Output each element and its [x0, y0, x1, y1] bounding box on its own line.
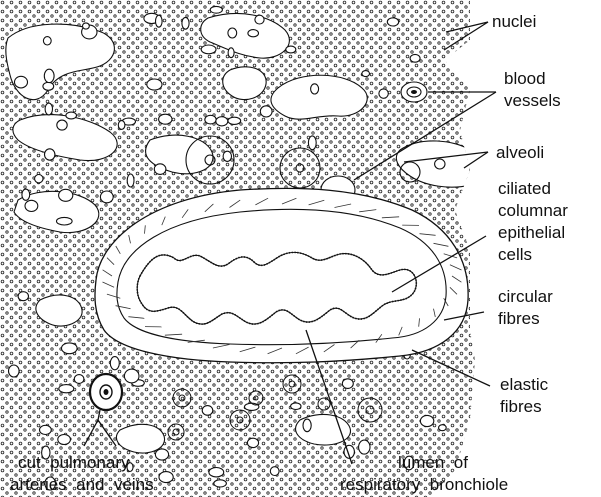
- nucleus: [291, 403, 301, 410]
- svg-text:fibres: fibres: [500, 397, 542, 416]
- nucleus: [127, 174, 134, 187]
- nucleus: [362, 71, 370, 77]
- svg-text:epithelial: epithelial: [498, 223, 565, 242]
- svg-text:ciliated: ciliated: [498, 179, 551, 198]
- nucleus: [15, 76, 28, 88]
- nucleus: [410, 54, 420, 62]
- nucleus: [62, 343, 78, 354]
- nucleus: [159, 114, 172, 124]
- nucleus: [22, 189, 30, 200]
- nucleus: [228, 48, 234, 58]
- bronchiole-lumen: [133, 231, 426, 334]
- nucleus: [43, 37, 51, 45]
- nucleus: [18, 292, 28, 301]
- svg-text:vessels: vessels: [504, 91, 561, 110]
- nucleus: [209, 468, 224, 477]
- nucleus: [155, 449, 168, 460]
- svg-text:alveoli: alveoli: [496, 143, 544, 162]
- nucleus: [205, 115, 216, 124]
- nucleus: [420, 415, 433, 426]
- label-alveoli: alveoli: [496, 143, 544, 162]
- nucleus: [342, 379, 353, 389]
- nucleus: [201, 45, 216, 54]
- nucleus: [223, 151, 231, 161]
- nucleus: [216, 117, 228, 126]
- svg-text:lumen of: lumen of: [398, 453, 468, 472]
- nucleus: [228, 117, 241, 124]
- nucleus: [228, 28, 237, 38]
- nucleus: [154, 164, 166, 175]
- nucleus: [182, 17, 189, 29]
- nucleus: [255, 15, 264, 24]
- nucleus: [247, 438, 258, 447]
- nucleus: [44, 69, 54, 82]
- nucleus: [110, 357, 119, 370]
- svg-text:fibres: fibres: [498, 309, 540, 328]
- label-nuclei: nuclei: [492, 12, 536, 31]
- svg-text:arteries and veins: arteries and veins: [10, 475, 154, 494]
- svg-text:cells: cells: [498, 245, 532, 264]
- nucleus: [58, 435, 71, 445]
- nucleus: [156, 15, 163, 27]
- label-ciliated-cells: ciliated columnar epithelial cells: [498, 179, 568, 264]
- nucleus: [83, 23, 90, 29]
- nucleus: [286, 46, 296, 53]
- nucleus: [35, 175, 43, 183]
- nucleus: [214, 480, 227, 487]
- nucleus: [59, 385, 74, 393]
- nucleus: [359, 440, 370, 454]
- nucleus: [270, 467, 279, 476]
- nucleus: [387, 18, 398, 26]
- nucleus: [59, 189, 73, 201]
- nucleus: [25, 200, 38, 211]
- nucleus: [74, 375, 84, 384]
- nucleus: [210, 6, 222, 13]
- svg-text:blood: blood: [504, 69, 546, 88]
- nucleus: [45, 103, 52, 115]
- nucleus: [311, 84, 319, 94]
- nucleus: [260, 106, 272, 117]
- nucleus: [57, 217, 73, 225]
- svg-text:cut pulmonary: cut pulmonary: [18, 453, 130, 472]
- svg-text:circular: circular: [498, 287, 553, 306]
- nucleus: [9, 365, 20, 377]
- nucleus: [248, 30, 259, 37]
- label-circular-fibres: circular fibres: [498, 287, 553, 328]
- svg-text:columnar: columnar: [498, 201, 568, 220]
- nucleus: [245, 403, 259, 410]
- nucleus: [43, 82, 54, 90]
- svg-text:elastic: elastic: [500, 375, 549, 394]
- nucleus: [45, 149, 55, 160]
- nucleus: [124, 369, 139, 383]
- nucleus: [435, 159, 445, 169]
- label-elastic-fibres: elastic fibres: [500, 375, 549, 416]
- respiratory-bronchiole: [95, 188, 468, 362]
- nucleus: [40, 425, 52, 434]
- svg-text:respiratory bronchiole: respiratory bronchiole: [340, 475, 508, 494]
- nucleus: [57, 120, 67, 130]
- nucleus: [439, 425, 447, 431]
- nucleus: [100, 191, 113, 203]
- blood-vessel-top: [401, 82, 427, 102]
- nucleus: [159, 472, 173, 483]
- nucleus: [118, 121, 125, 130]
- svg-text:nuclei: nuclei: [492, 12, 536, 31]
- nucleus: [303, 419, 311, 432]
- nucleus: [379, 89, 388, 98]
- nucleus: [147, 79, 162, 90]
- label-blood-vessels: blood vessels: [504, 69, 561, 110]
- nucleus: [66, 112, 77, 119]
- nucleus: [308, 136, 316, 150]
- nucleus: [202, 406, 213, 416]
